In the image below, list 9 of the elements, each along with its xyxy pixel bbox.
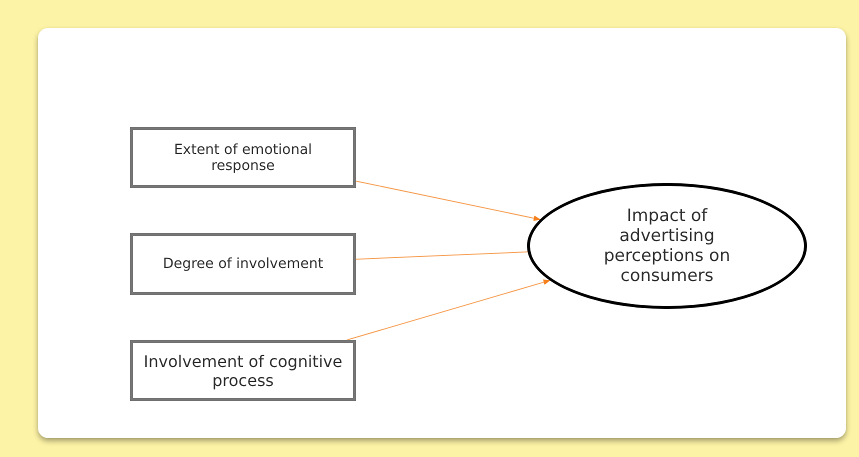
- factor-box: [130, 340, 356, 401]
- node-label: Involvement of cognitive process: [143, 352, 343, 390]
- arrow: [346, 280, 550, 340]
- node-label: Extent of emotional response: [172, 142, 314, 174]
- node-label: Impact of advertising perceptions on consumers: [602, 206, 732, 286]
- node-label: Degree of involvement: [162, 256, 324, 272]
- factor-box: [130, 127, 356, 188]
- arrow: [356, 180, 541, 221]
- factor-box: [130, 233, 356, 295]
